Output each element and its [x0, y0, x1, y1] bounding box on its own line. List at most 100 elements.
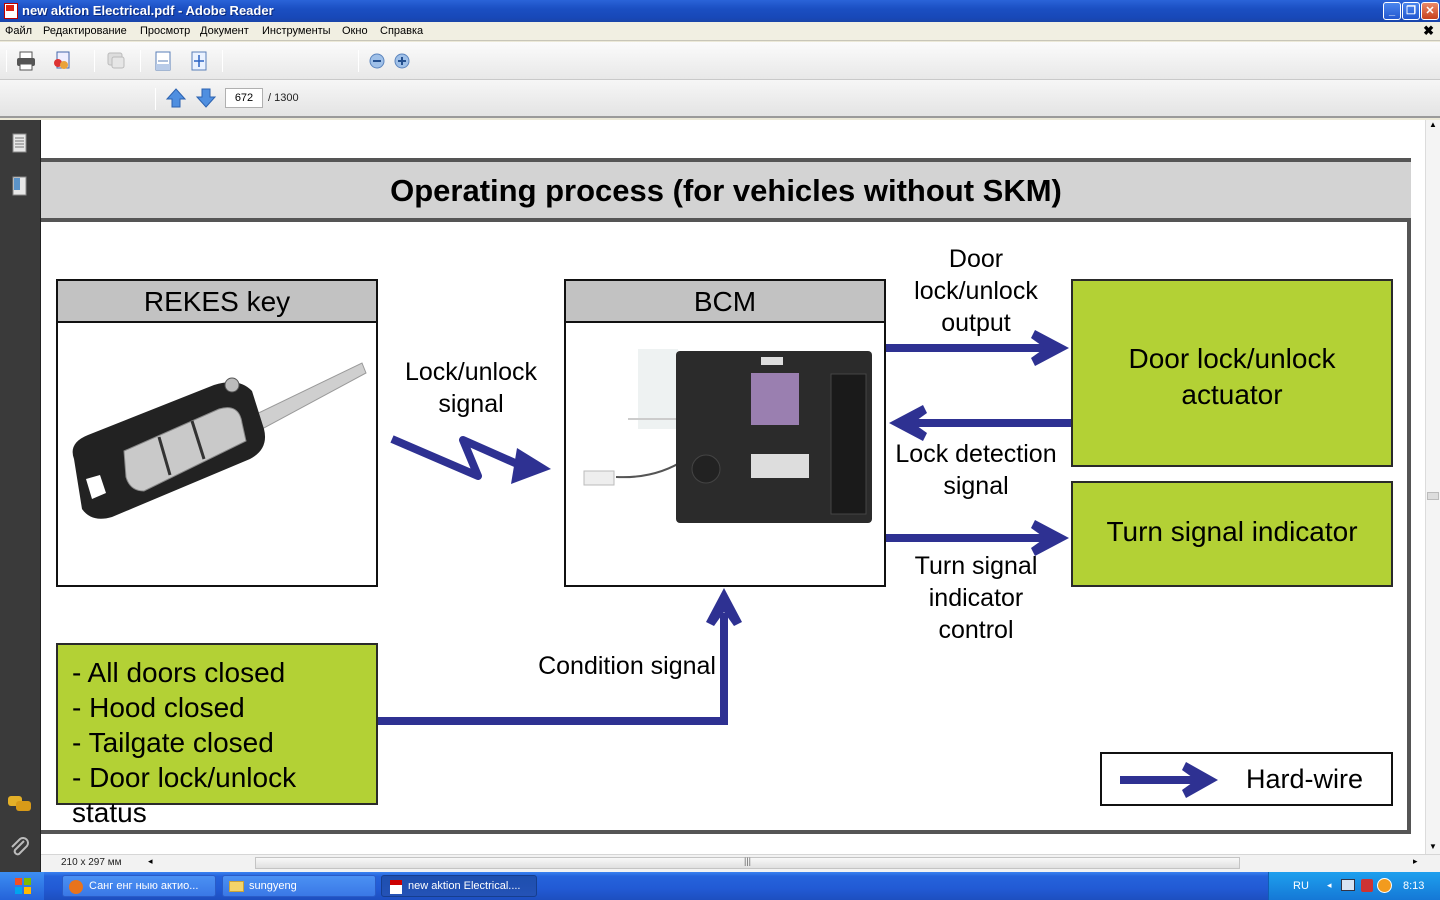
document-view: Operating process (for vehicles without …	[41, 120, 1425, 854]
menu-view[interactable]: Просмотр	[140, 25, 191, 37]
toolbar-separator	[222, 50, 223, 72]
condition-item: - Tailgate closed	[72, 727, 274, 758]
menu-window[interactable]: Окно	[342, 25, 368, 37]
menu-help[interactable]: Справка	[380, 25, 424, 37]
bookmarks-panel-icon[interactable]	[9, 175, 31, 199]
toolbar-separator	[358, 50, 359, 72]
label-line: indicator	[928, 584, 1024, 612]
fit-width-icon[interactable]	[152, 50, 174, 72]
previous-page-icon[interactable]	[165, 87, 187, 109]
label-line: Lock/unlock	[404, 358, 538, 386]
scroll-thumb[interactable]	[1427, 492, 1439, 500]
bcm-module-image	[583, 349, 872, 523]
menu-file[interactable]: Файл	[5, 25, 33, 37]
zoom-in-icon[interactable]	[391, 50, 413, 72]
task-adobe-reader[interactable]: new aktion Electrical....	[381, 875, 537, 897]
page-number-input[interactable]: 672	[225, 88, 263, 108]
menu-edit[interactable]: Редактирование	[43, 25, 127, 37]
label-line: control	[938, 616, 1014, 644]
comment-icon[interactable]	[105, 50, 127, 72]
scroll-grip-icon: |||	[744, 856, 752, 866]
scroll-right-icon[interactable]: ▸	[1413, 856, 1418, 866]
menu-tools[interactable]: Инструменты	[262, 25, 331, 37]
clock[interactable]: 8:13	[1403, 880, 1425, 892]
bcm-header: BCM	[566, 281, 884, 323]
vertical-scrollbar[interactable]: ▲ ▼	[1425, 120, 1440, 854]
comments-panel-icon[interactable]	[7, 794, 33, 816]
lock-unlock-signal-label: Lock/unlock signal	[386, 356, 556, 420]
next-page-icon[interactable]	[195, 87, 217, 109]
legend-box: Hard-wire	[1100, 752, 1393, 806]
label-line: signal	[943, 472, 1009, 500]
app-tray-icon[interactable]	[1377, 878, 1392, 893]
task-label: Санг енг ныю актио...	[89, 880, 199, 892]
network-icon[interactable]	[1341, 879, 1355, 891]
label-line: lock/unlock	[914, 277, 1038, 305]
condition-signal-arrow	[378, 588, 742, 725]
close-document-icon[interactable]: ✖	[1423, 23, 1434, 38]
page-size-label: 210 x 297 мм	[61, 857, 122, 868]
pdf-icon	[390, 880, 402, 894]
attachments-panel-icon[interactable]	[8, 836, 32, 860]
minimize-button[interactable]: _	[1383, 2, 1401, 20]
door-output-arrow	[886, 330, 1069, 366]
taskbar: Санг енг ныю актио... sungyeng new aktio…	[0, 872, 1440, 900]
close-icon: ✕	[1425, 5, 1435, 17]
label-line: output	[941, 309, 1011, 337]
slide-page: Operating process (for vehicles without …	[41, 158, 1411, 834]
fit-page-icon[interactable]	[188, 50, 210, 72]
windows-logo-icon	[15, 878, 31, 894]
close-button[interactable]: ✕	[1421, 2, 1439, 20]
collaborate-icon[interactable]	[51, 50, 73, 72]
condition-item: - Hood closed	[72, 692, 245, 723]
condition-item: - Door lock/unlock status	[72, 762, 297, 828]
language-indicator[interactable]: RU	[1293, 880, 1309, 892]
task-firefox[interactable]: Санг енг ныю актио...	[62, 875, 216, 897]
navigation-toolbar	[0, 80, 1440, 118]
door-actuator-line1: Door lock/unlock	[1128, 343, 1336, 374]
bcm-box: BCM	[564, 279, 886, 587]
zoom-out-icon[interactable]	[366, 50, 388, 72]
menu-bar: Файл Редактирование Просмотр Документ Ин…	[0, 22, 1440, 41]
page-total: / 1300	[268, 92, 299, 104]
label-line: signal	[438, 390, 504, 418]
restore-button[interactable]: ❐	[1402, 2, 1420, 20]
window-title: new aktion Electrical.pdf - Adobe Reader	[22, 3, 274, 18]
print-icon[interactable]	[15, 50, 37, 72]
label-line: Lock detection	[895, 440, 1057, 468]
system-tray: RU ◂ 8:13	[1268, 872, 1440, 900]
task-label: new aktion Electrical....	[408, 880, 521, 892]
scroll-down-icon[interactable]: ▼	[1429, 842, 1437, 851]
scroll-up-icon[interactable]: ▲	[1429, 120, 1437, 129]
toolbar-grip	[6, 50, 7, 72]
task-folder[interactable]: sungyeng	[222, 875, 376, 897]
turn-signal-label: Turn signal indicator	[1106, 516, 1358, 547]
label-line: Turn signal	[914, 552, 1038, 580]
title-bar: new aktion Electrical.pdf - Adobe Reader…	[0, 0, 1440, 22]
pages-panel-icon[interactable]	[9, 132, 31, 156]
turn-signal-control-label: Turn signal indicator control	[891, 550, 1061, 646]
lock-detection-label: Lock detection signal	[886, 438, 1066, 502]
scroll-left-icon[interactable]: ◂	[148, 856, 153, 866]
toolbar-separator	[155, 88, 156, 110]
conditions-box: - All doors closed - Hood closed - Tailg…	[56, 643, 378, 828]
horizontal-scroll-thumb[interactable]: |||	[255, 856, 1240, 869]
condition-signal-label: Condition signal	[538, 652, 716, 680]
task-label: sungyeng	[249, 880, 297, 892]
conditions-list: - All doors closed - Hood closed - Tailg…	[72, 655, 376, 830]
slide-title-bar: Operating process (for vehicles without …	[41, 158, 1411, 222]
security-icon[interactable]	[1361, 879, 1373, 892]
main-toolbar: ▼ Найти ▼ 191% ▼	[0, 42, 1440, 112]
adobe-reader-icon	[4, 3, 18, 19]
show-hidden-icons[interactable]: ◂	[1327, 880, 1332, 890]
wireless-signal-arrow	[390, 435, 551, 484]
hard-wire-arrow-icon	[1120, 762, 1218, 798]
diagram-arrows	[378, 330, 1071, 725]
turn-signal-box: Turn signal indicator	[1071, 481, 1393, 587]
start-button[interactable]	[0, 872, 44, 900]
menu-document[interactable]: Документ	[200, 25, 249, 37]
door-actuator-box: Door lock/unlock actuator	[1071, 279, 1393, 467]
minimize-icon: _	[1388, 5, 1396, 17]
condition-item: - All doors closed	[72, 657, 286, 688]
folder-icon	[229, 881, 244, 892]
